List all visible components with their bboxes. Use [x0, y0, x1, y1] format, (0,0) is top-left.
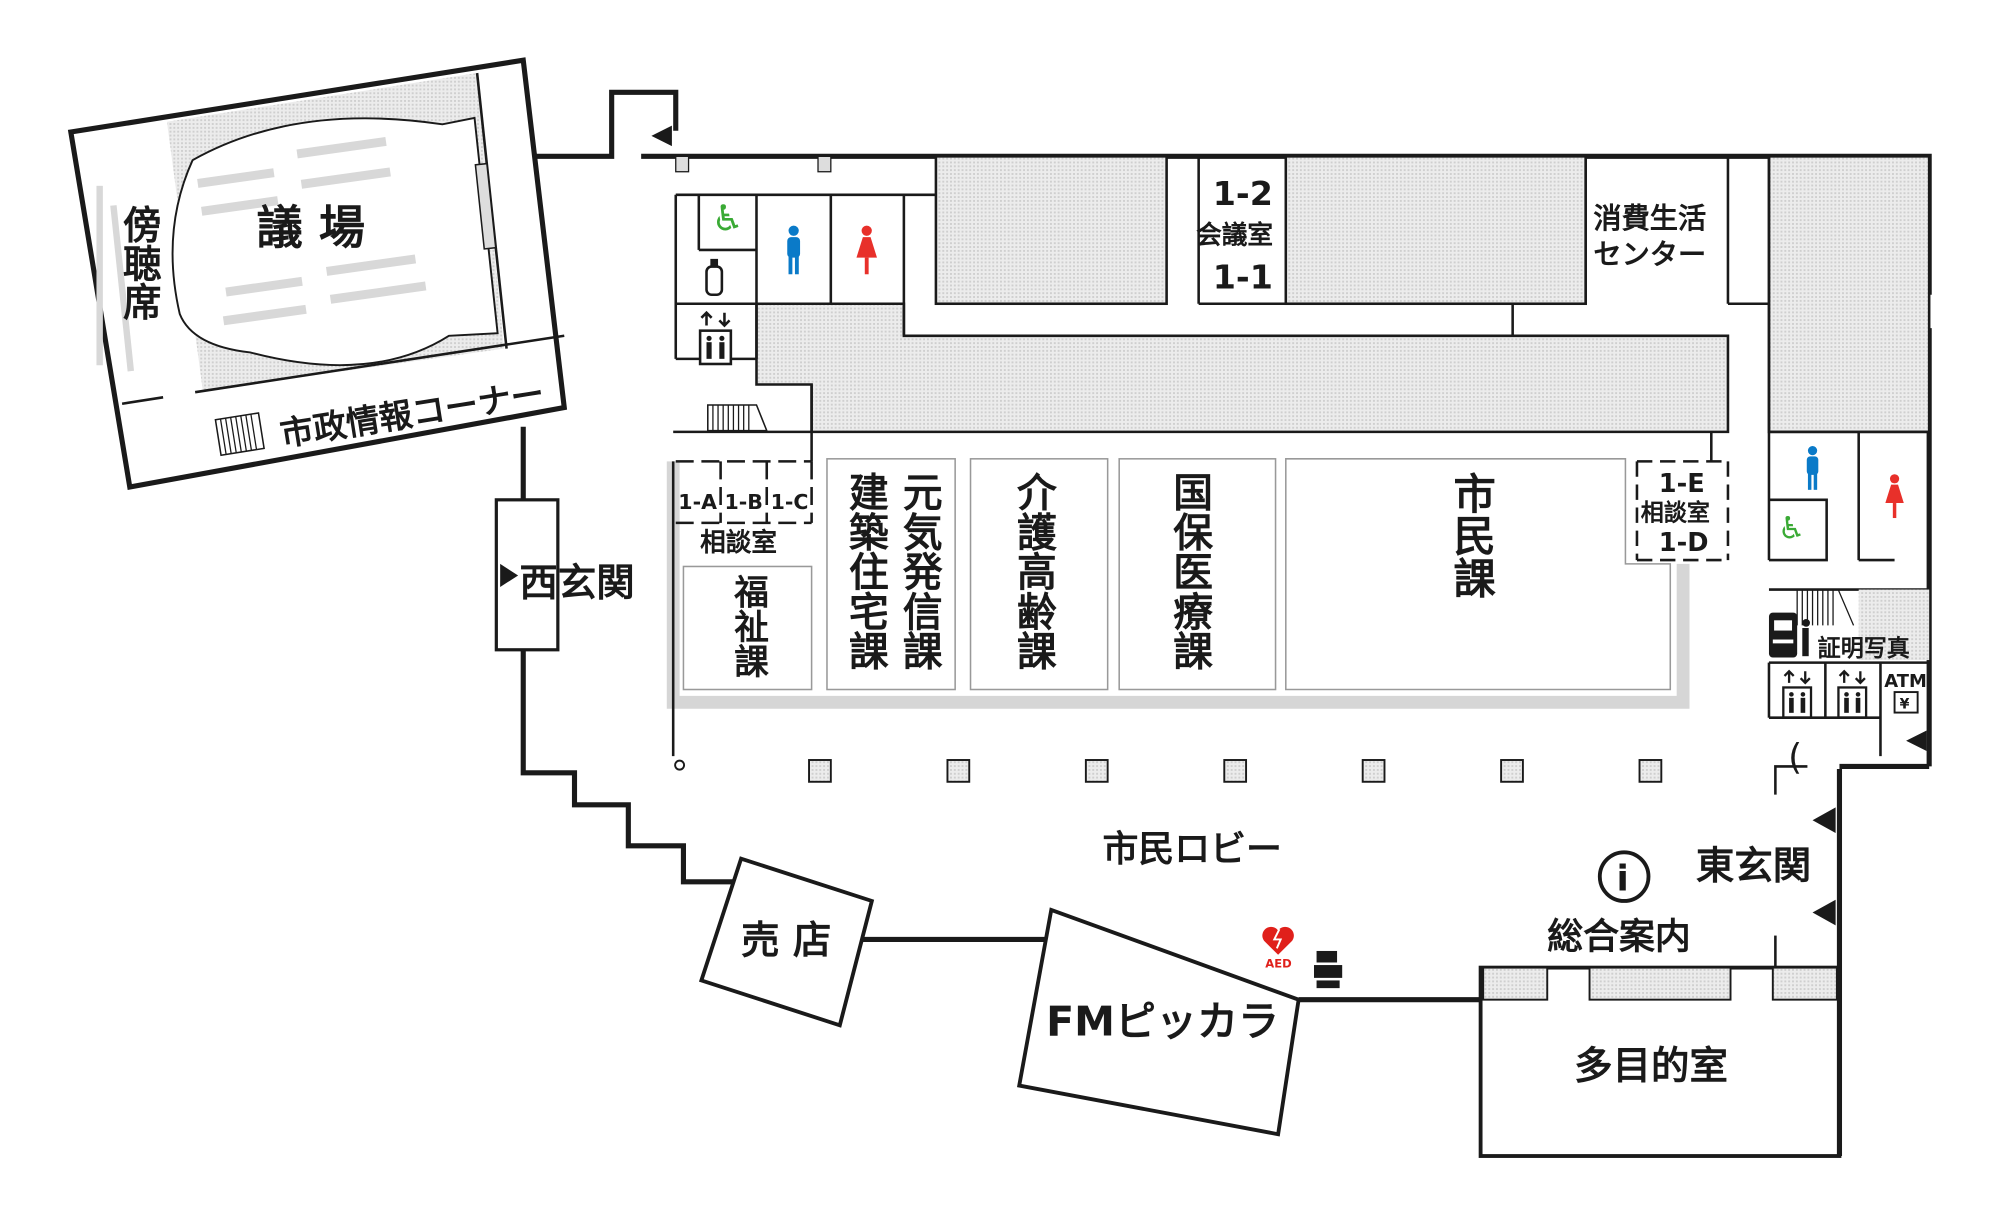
shop[interactable] [698, 856, 875, 1028]
elderly-care-division[interactable] [969, 458, 1109, 691]
south-section: 西玄関 市民ロビー i 東玄関 総合案内 多目的室 売 店 FMピッカラ AED [500, 561, 1838, 1137]
aed-label: AED [1265, 957, 1291, 971]
entrance-arrow-icon [1812, 807, 1836, 834]
baby-bottle-icon [705, 258, 724, 297]
construction-housing-label: 建築住宅課 [842, 472, 888, 671]
east-core: ♿ 証明写真 ATM ¥ ( [1767, 430, 1930, 778]
consumer-center[interactable]: 消費生活 センター [1593, 202, 1706, 271]
lobby-pillars [808, 759, 1663, 783]
entrance-arrow-icon [500, 563, 519, 587]
phone-icon: ( [1788, 737, 1802, 778]
consult-room-1d: 1-D [1659, 528, 1709, 558]
atm-icon[interactable]: ATM ¥ [1884, 671, 1927, 714]
health-insurance-division[interactable] [1118, 458, 1277, 691]
photo-booth-icon [1768, 612, 1810, 658]
general-information-label[interactable]: 総合案内 [1547, 916, 1691, 957]
id-photo-label: 証明写真 [1818, 635, 1910, 662]
elderly-care-label: 介護高齢課 [1010, 472, 1056, 671]
wheelchair-icon: ♿ [1778, 510, 1806, 546]
yen-symbol: ¥ [1900, 697, 1910, 713]
assembly-hall-block: 議 場 傍聴席 市政情報コーナー [67, 57, 568, 491]
fm-station-label: FMピッカラ [1046, 998, 1279, 1046]
assembly-seats [96, 136, 427, 372]
consumer-center-label-line1: 消費生活 [1593, 202, 1706, 235]
citizens-division-label: 市民課 [1447, 472, 1496, 599]
mens-toilet-icon [1806, 446, 1819, 490]
info-counters [1482, 966, 1838, 1001]
aed-icon: AED [1262, 926, 1294, 971]
meeting-room[interactable]: 1-2 会議室 1-1 [1196, 174, 1273, 296]
stairs-icon [1796, 589, 1855, 626]
elevator-icon[interactable] [698, 311, 733, 366]
entrance-arrow-icon [1812, 899, 1836, 926]
entrance-arrow-icon [651, 125, 672, 147]
info-icon: i [1597, 850, 1651, 903]
meeting-room-1-2: 1-2 [1213, 174, 1273, 213]
consult-rooms-de[interactable]: 1-E 相談室 1-D [1635, 431, 1730, 562]
citizens-division[interactable] [1285, 458, 1672, 691]
corner-wall [194, 334, 565, 394]
meeting-room-label: 会議室 [1196, 220, 1273, 251]
consumer-center-label-line2: センター [1593, 238, 1706, 271]
construction-genki-division[interactable] [826, 458, 956, 691]
copier-icon [1313, 950, 1343, 989]
genki-promotion-label: 元気発信課 [896, 472, 942, 671]
stairs-icon [214, 412, 265, 457]
speaker-podium [474, 162, 497, 250]
elevator-icon[interactable] [1837, 670, 1868, 719]
health-insurance-label: 国保医療課 [1167, 472, 1213, 671]
multipurpose-room-label: 多目的室 [1574, 1044, 1728, 1089]
consult-room-label: 相談室 [700, 527, 777, 558]
wheelchair-icon: ♿ [712, 199, 744, 240]
info-symbol: i [1616, 859, 1628, 900]
fm-station[interactable] [1016, 907, 1301, 1137]
welfare-division[interactable] [682, 565, 813, 691]
womens-toilet-icon [1885, 474, 1904, 519]
consult-room-1b: 1-B [724, 490, 762, 514]
consult-room-1a: 1-A [678, 490, 717, 514]
womens-toilet-icon [856, 225, 877, 275]
citizen-lobby-label: 市民ロビー [1103, 829, 1282, 870]
consult-room-1e: 1-E [1659, 469, 1705, 499]
west-entrance-label[interactable]: 西玄関 [519, 561, 634, 606]
shop-label: 売 店 [741, 919, 831, 964]
east-entrance-label[interactable]: 東玄関 [1696, 844, 1811, 889]
entrance-arrow-icon [1906, 730, 1927, 752]
atm-label: ATM [1884, 671, 1927, 692]
welfare-division-label: 福祉課 [728, 574, 770, 678]
consult-room-de-label: 相談室 [1641, 499, 1710, 526]
assembly-hall-label: 議 場 [257, 201, 365, 255]
consult-room-1c: 1-C [771, 490, 809, 514]
department-row: 1-A 1-B 1-C 相談室 福祉課 建築住宅課 元気発信課 介護高齢課 国保… [666, 431, 1730, 783]
north-section: 1-2 会議室 1-1 消費生活 センター ♿ [651, 125, 1931, 462]
stairs-icon [707, 404, 768, 432]
consult-rooms-abc[interactable]: 1-A 1-B 1-C 相談室 [675, 460, 813, 558]
mens-toilet-icon [787, 225, 801, 275]
corner-wall [121, 396, 164, 405]
public-gallery-label: 傍聴席 [116, 205, 161, 321]
meeting-room-1-1: 1-1 [1213, 257, 1273, 296]
elevator-icon[interactable] [1782, 670, 1813, 719]
